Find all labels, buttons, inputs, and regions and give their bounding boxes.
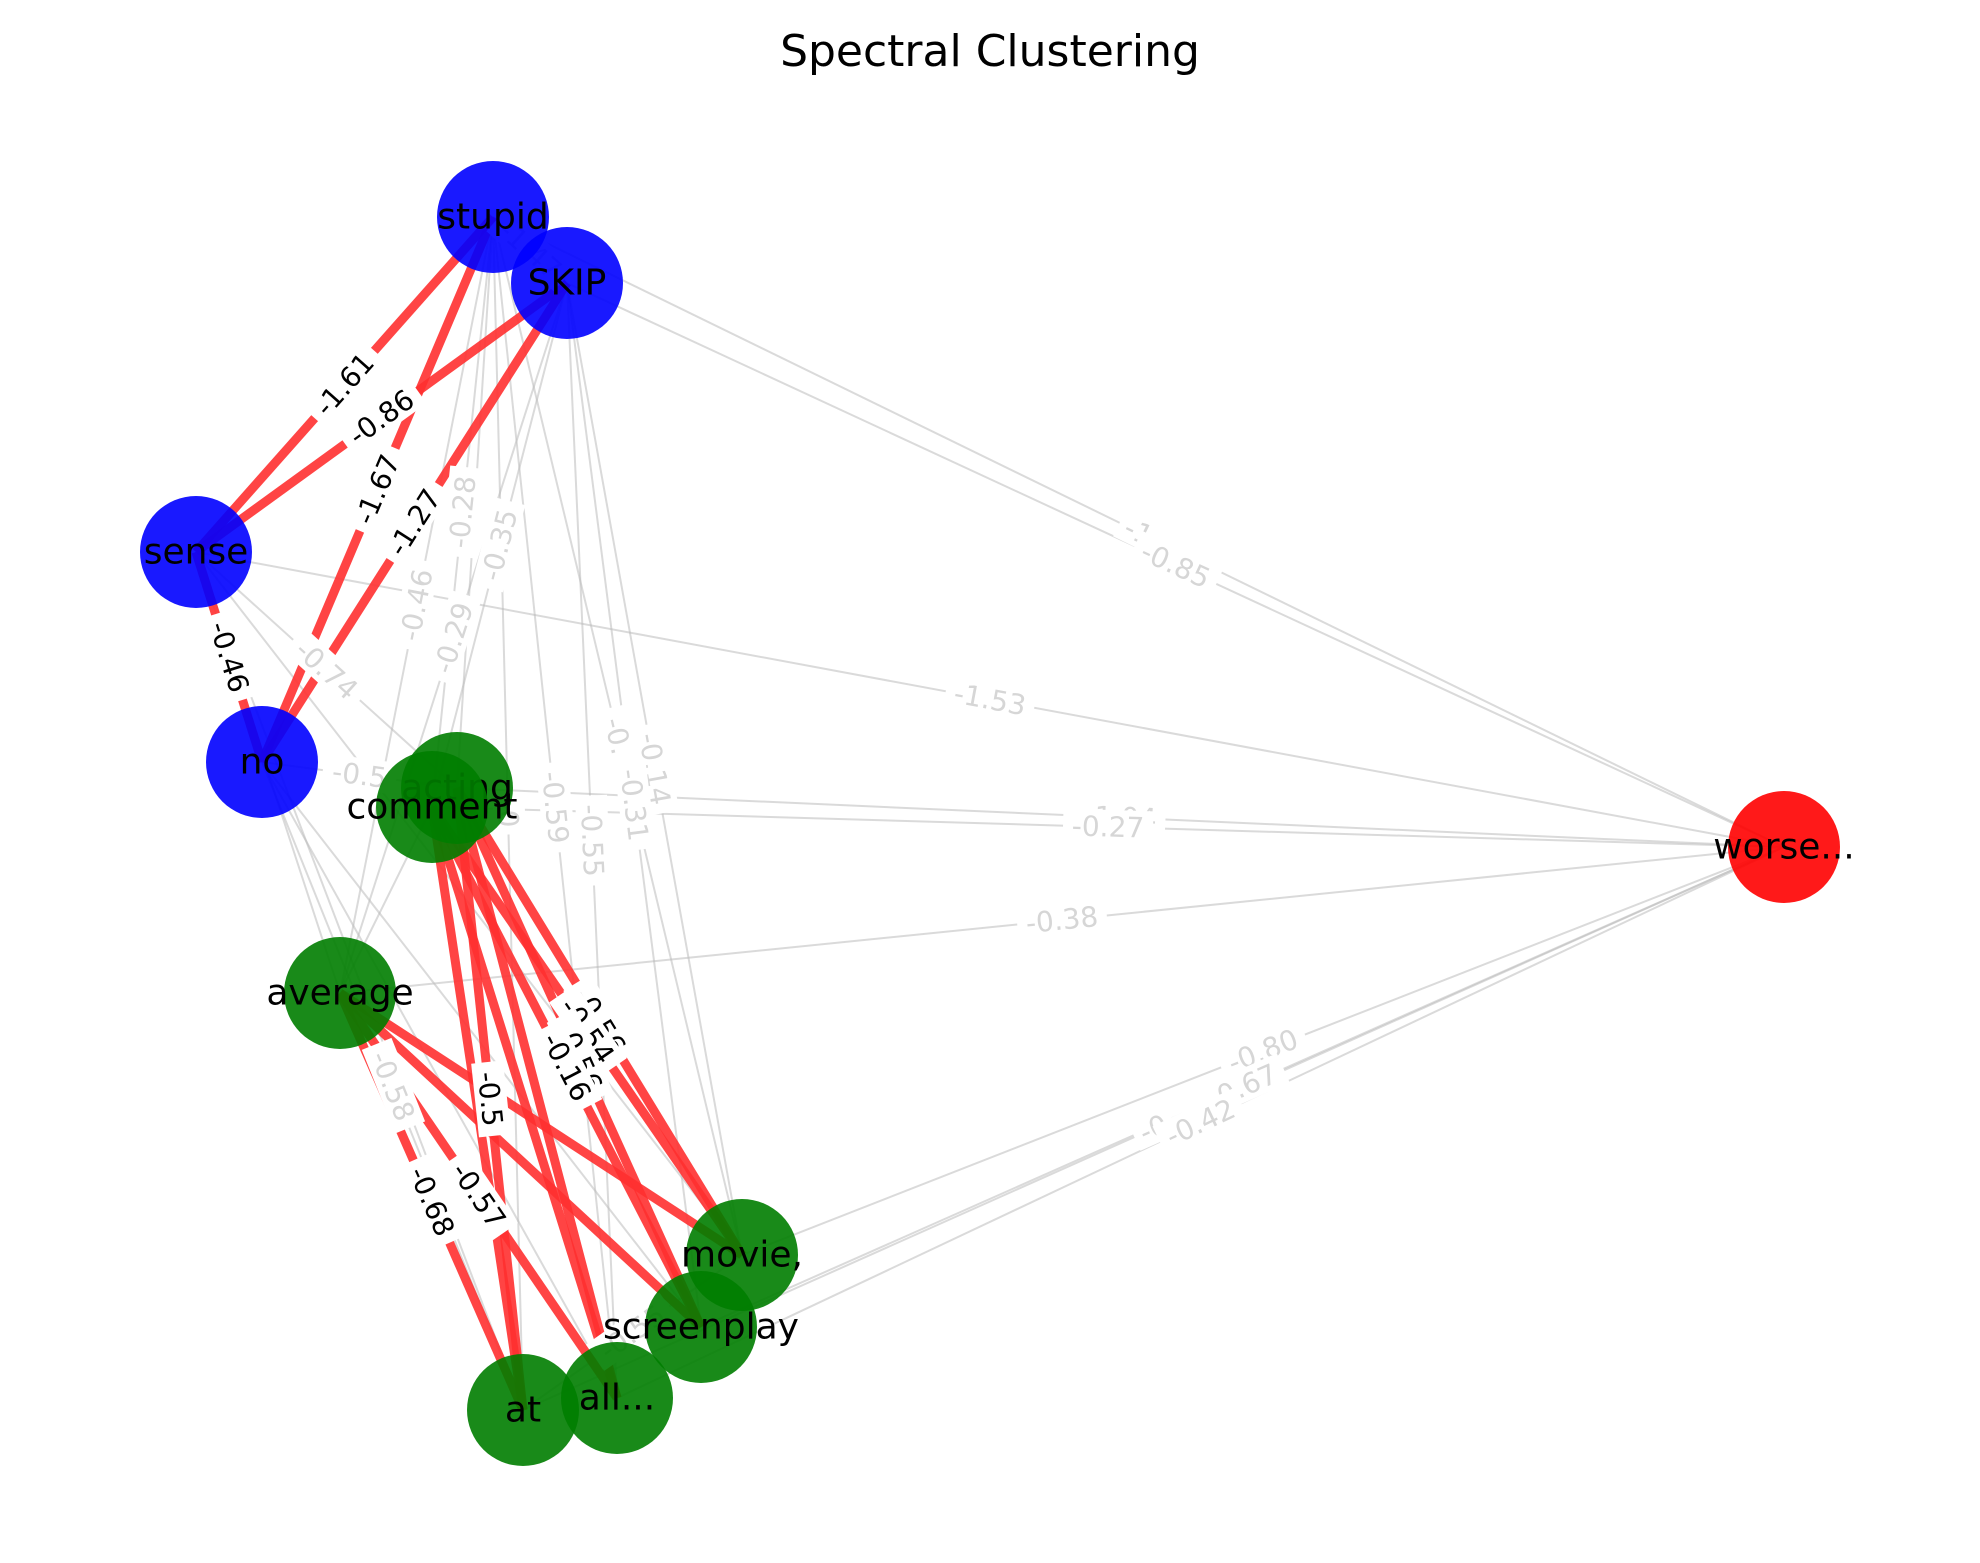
edge-label-background [471, 497, 526, 593]
edge-label-background [283, 627, 372, 712]
edge-label-group: -0.74 [283, 627, 372, 712]
edge-label-background [1152, 1087, 1248, 1156]
edge-label-group: -0.28 [440, 465, 483, 559]
edge-label-background [361, 1037, 426, 1134]
edge-label-background [335, 377, 427, 457]
node-label: SKIP [528, 263, 607, 304]
node-label: worse... [1713, 827, 1855, 868]
edge-label-group: -0.59 [535, 760, 577, 854]
edge-weight-label: -0.35 [474, 506, 524, 584]
edge-weight-label: -0.38 [1024, 900, 1099, 940]
node-label: sense [144, 532, 249, 573]
node-circle [1728, 791, 1840, 903]
edge-label-background [320, 753, 399, 795]
node-all: all... [561, 1342, 673, 1454]
edge-label-group: -0.27 [1062, 808, 1154, 845]
chart-title: Spectral Clustering [780, 26, 1200, 77]
edge-label-group: -0.55 [574, 794, 611, 887]
edge-label-background [423, 589, 482, 686]
edge-label-background [471, 1060, 511, 1138]
node-screenplay: screenplay [603, 1271, 799, 1383]
edge-labels-layer: -1-0.85-1.53-1.04-0.27-0.38-0.80-0.67-0-… [201, 207, 1311, 1371]
node-stupid: stupid [437, 161, 549, 273]
edge-weight-label: -0.28 [442, 474, 482, 549]
edge-label-group: -0.85 [1128, 530, 1224, 598]
edge-label-group: -0.46 [391, 557, 440, 653]
node-label: at [505, 1390, 541, 1431]
node-sense: sense [140, 496, 252, 608]
edge-label-background [440, 465, 483, 559]
node-SKIP: SKIP [511, 227, 623, 339]
edge-label-background [375, 475, 452, 569]
edge-label-background [1015, 898, 1109, 940]
edge-label-group: -0.5 [320, 753, 399, 795]
nodes-layer: stupidSKIPsensenoactingcommentaveragemov… [140, 161, 1855, 1466]
edge-label-background [301, 339, 386, 429]
edge-label-group: -0.5 [471, 1060, 511, 1138]
edge-label-background [549, 984, 627, 1077]
edge-average-screenplay [336, 989, 705, 1331]
node-label: screenplay [603, 1307, 799, 1348]
node-label: comment [346, 787, 517, 828]
edge-label-background [943, 674, 1038, 723]
edge-weight-label: -0.5 [471, 1070, 510, 1128]
edge-label-background [1128, 530, 1224, 598]
edge-weight-label: -0.46 [393, 566, 439, 643]
node-label: no [240, 742, 285, 783]
edge-label-background [440, 1148, 518, 1242]
edge-weight-label: -1.53 [951, 677, 1028, 723]
node-at: at [467, 1354, 579, 1466]
node-no: no [206, 706, 318, 818]
edge-acting-all [452, 786, 622, 1400]
edge-weight-label: -0. [597, 714, 638, 758]
node-circle [376, 751, 488, 863]
edge-weight-label: -0.59 [535, 770, 575, 846]
node-label: all... [579, 1378, 655, 1419]
edge-weight-label: -0.29 [427, 598, 480, 677]
edge-label-group: -0.58 [361, 1037, 426, 1134]
edge-label-background [201, 608, 259, 705]
edge-label-background [1214, 1018, 1311, 1082]
edge-label-background [532, 1019, 603, 1114]
edge-comment-all [427, 805, 622, 1400]
edge-weight-label: -0.55 [574, 804, 610, 878]
node-comment: comment [346, 751, 518, 863]
edge-weight-label: -0.27 [1071, 809, 1144, 844]
node-circle [561, 1342, 673, 1454]
edge-label-background [344, 441, 409, 537]
edge-label-background [391, 557, 440, 653]
edge-label-background [574, 794, 611, 887]
node-circle [206, 706, 318, 818]
node-label: average [266, 973, 413, 1014]
node-circle [140, 496, 252, 608]
edge-weight-label: -0.85 [1136, 535, 1216, 595]
edge-label-background [613, 758, 657, 852]
node-circle [284, 937, 396, 1049]
node-label: movie, [681, 1235, 803, 1276]
edge-label-group: -0.46 [201, 608, 259, 705]
edge-label-background [596, 703, 641, 768]
edge-label-group: -0.38 [1015, 898, 1109, 940]
edge-weight-label: -0.5 [330, 755, 389, 795]
edge-label-group: -0.35 [471, 497, 526, 593]
node-circle [467, 1354, 579, 1466]
edge-label-background [1062, 808, 1154, 844]
node-label: stupid [437, 197, 548, 238]
node-circle [645, 1271, 757, 1383]
node-circle [437, 161, 549, 273]
edge-weight-label: -0.46 [202, 617, 255, 696]
edge-label-group: -1.53 [943, 674, 1038, 723]
node-average: average [266, 937, 414, 1049]
edge-label-background [399, 1153, 466, 1249]
node-circle [511, 227, 623, 339]
node-worse: worse... [1713, 791, 1855, 903]
edge-label-background [535, 760, 577, 854]
